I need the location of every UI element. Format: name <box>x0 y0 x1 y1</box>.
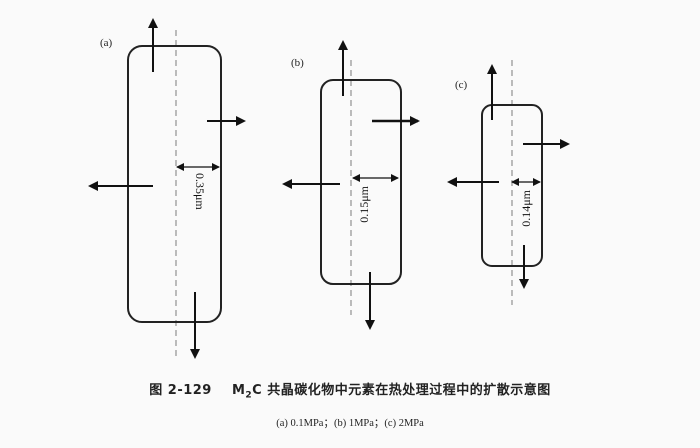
figure-number: 图 2-129 <box>149 383 212 398</box>
subcaption-text: (a) 0.1MPa；(b) 1MPa；(c) 2MPa <box>276 418 424 429</box>
caption-title-subscript: 2 <box>245 390 253 401</box>
figure-caption: 图 2-129 M2C 共晶碳化物中元素在热处理过程中的扩散示意图 <box>0 379 700 401</box>
panel-b-dimension-label: 0.15μm <box>357 185 371 222</box>
panel-b: (b) 0.15μm <box>282 40 420 330</box>
panel-a-label: (a) <box>100 37 113 49</box>
panel-c-carbide <box>481 104 543 267</box>
panel-c-dimension-label: 0.14μm <box>519 189 533 226</box>
panel-a-dimension-label: 0.35μm <box>193 173 207 210</box>
figure-subcaption: (a) 0.1MPa；(b) 1MPa；(c) 2MPa <box>0 415 700 430</box>
panel-c: (c) 0.14μm <box>447 60 570 305</box>
panel-b-carbide <box>320 79 402 285</box>
panel-c-label: (c) <box>455 79 468 91</box>
panel-a: (a) 0.35μm <box>88 18 246 359</box>
caption-title-rest: C 共晶碳化物中元素在热处理过程中的扩散示意图 <box>252 383 551 398</box>
caption-title-prefix: M <box>231 383 246 398</box>
panel-b-label: (b) <box>291 57 304 69</box>
panel-a-carbide <box>127 45 222 323</box>
